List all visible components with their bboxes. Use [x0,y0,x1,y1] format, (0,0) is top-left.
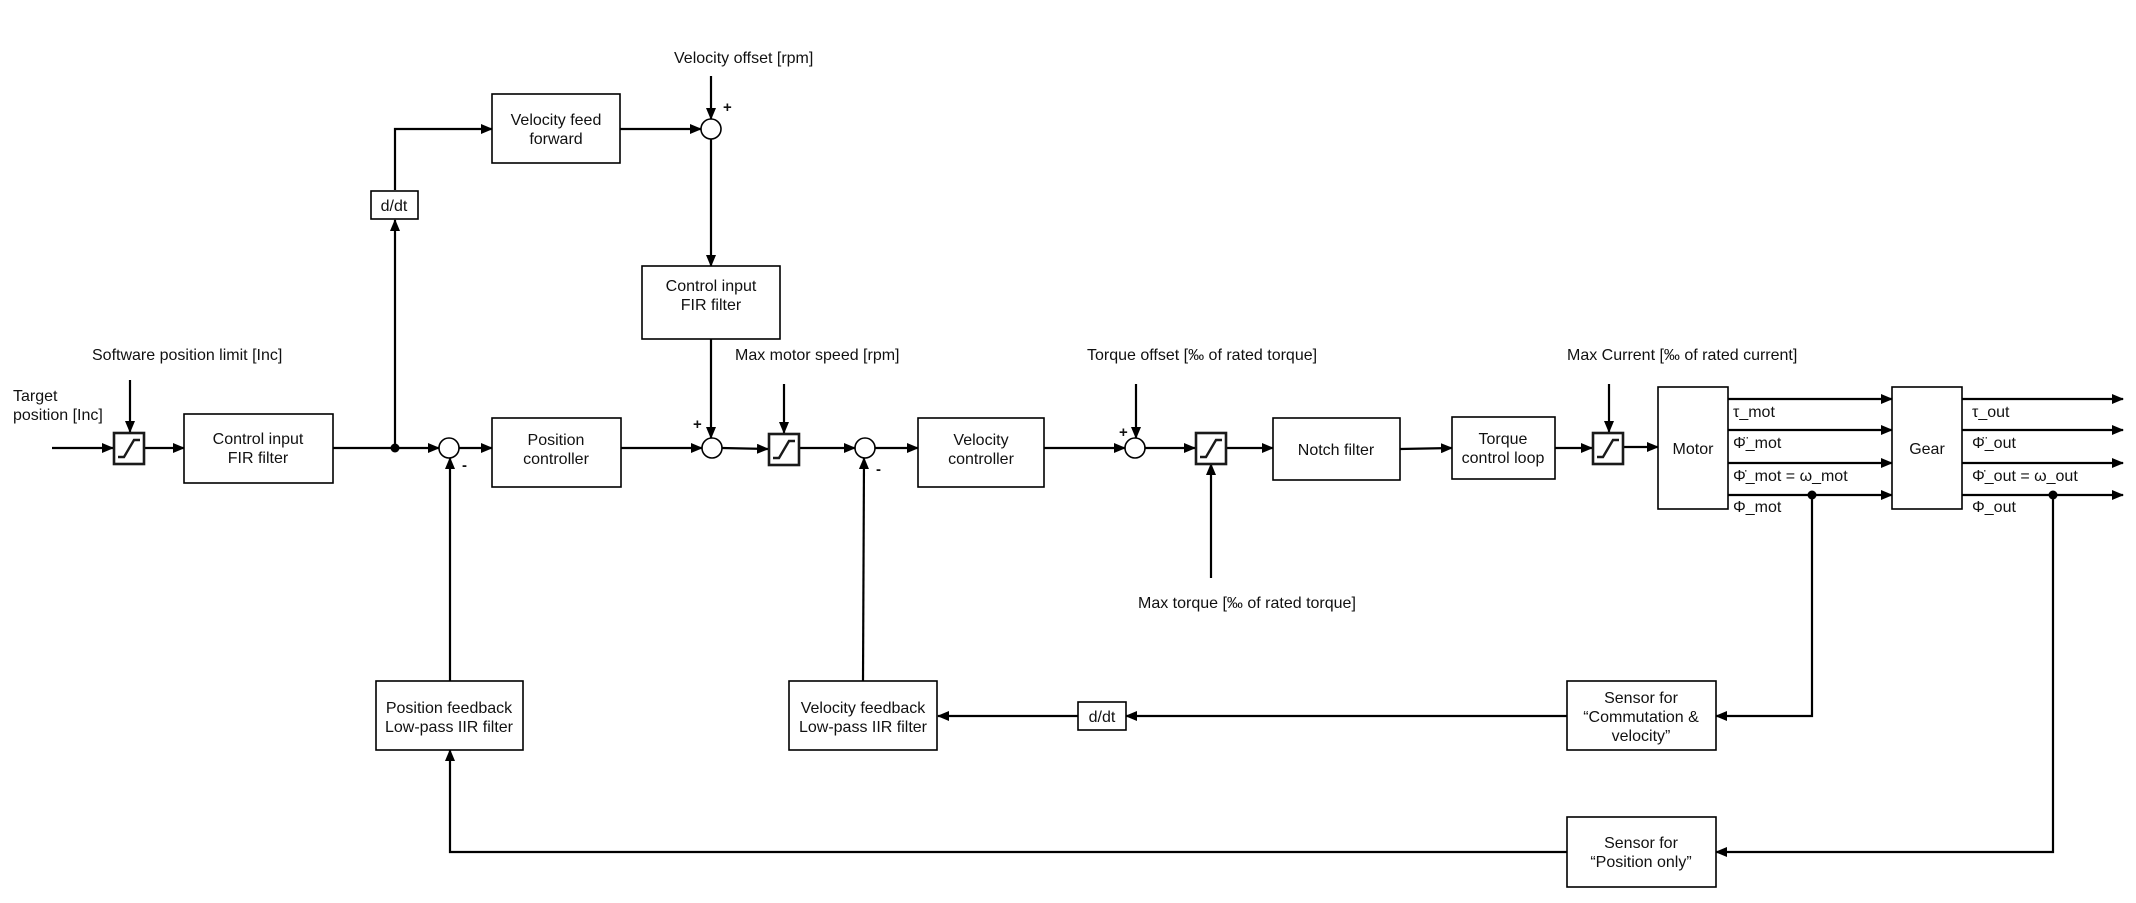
signal-label-tau-mot: τ_mot [1733,404,1775,421]
label-target-position-line1: Target [13,388,58,405]
label-max-motor-speed: Max motor speed [rpm] [735,347,900,364]
svg-text:Motor: Motor [1673,441,1715,458]
svg-text:Control input: Control input [666,278,757,295]
block-velocity-feed-forward: Velocity feed forward [491,93,621,164]
wire-notch-to-torqueloop [1399,443,1453,454]
sign-plus-velocity-setpoint: + [693,416,702,433]
svg-text:Gear: Gear [1909,441,1945,458]
branch-dot-phi-mot [1807,490,1817,500]
saturation-icon [1200,438,1222,459]
block-torque-control-loop: Torque control loop [1451,416,1556,480]
svg-text:forward: forward [529,131,582,148]
svg-text:FIR filter: FIR filter [681,297,742,314]
block-gear: Gear [1891,386,1963,510]
signal-label-phi-out: Φ_out [1972,499,2016,516]
svg-text:Velocity feed: Velocity feed [511,112,602,129]
block-ddt-feedback: d/dt [1077,701,1127,731]
wires [52,76,2124,857]
block-sensor-position-only: Sensor for “Position only” [1566,816,1717,888]
limiter-max-motor-speed [767,432,801,467]
limiter-max-current [1591,431,1625,466]
signal-label-tau-out: τ_out [1972,404,2010,421]
svg-text:Sensor for: Sensor for [1604,835,1678,852]
svg-text:Control input: Control input [213,431,304,448]
signal-label-phid-out: Φ̇_out = ω_out [1972,468,2078,485]
summing-junction-velocity-offset [700,118,722,140]
branch-dot-phi-out [2048,490,2058,500]
svg-text:control loop: control loop [1462,450,1545,467]
label-target-position-line2: position [Inc] [13,407,103,424]
block-position-feedback-filter: Position feedback Low-pass IIR filter [375,680,524,751]
label-max-torque: Max torque [‰ of rated torque] [1138,595,1356,612]
sign-plus-velocity-offset: + [723,99,732,116]
wire-phiout-to-sensor-position [1715,495,2055,857]
sign-plus-torque-offset: + [1119,424,1128,441]
svg-text:controller: controller [948,451,1014,468]
label-software-position-limit: Software position limit [Inc] [92,347,282,364]
wire-sensor-position-to-posfb [445,749,1567,854]
svg-text:Torque: Torque [1479,431,1528,448]
saturation-icon [773,439,795,460]
signal-label-phi-mot: Φ_mot [1733,499,1782,516]
block-velocity-controller: Velocity controller [917,417,1045,488]
svg-text:Low-pass IIR filter: Low-pass IIR filter [799,719,928,736]
svg-text:“Commutation &: “Commutation & [1583,709,1699,726]
label-max-current: Max Current [‰ of rated current] [1567,347,1797,364]
svg-text:velocity”: velocity” [1612,728,1671,745]
svg-text:Position: Position [528,432,585,449]
block-position-controller: Position controller [491,417,622,488]
svg-text:d/dt: d/dt [381,198,408,215]
sign-minus-position: - [462,457,467,474]
block-velocity-feedback-filter: Velocity feedback Low-pass IIR filter [788,680,938,751]
block-control-input-fir-filter-1: Control input FIR filter [183,413,334,484]
svg-text:Low-pass IIR filter: Low-pass IIR filter [385,719,514,736]
summing-junction-position-error [438,437,460,459]
signal-label-phid-mot: Φ̇_mot = ω_mot [1733,468,1848,485]
summing-junction-velocity-setpoint [701,437,723,459]
svg-text:Velocity: Velocity [953,432,1008,449]
wire-ddt-to-vff [393,124,493,190]
wire-phimot-to-sensor-commutation [1715,495,1814,721]
signal-label-phidd-mot: Φ̈_mot [1733,435,1782,452]
svg-text:controller: controller [523,451,589,468]
svg-text:Velocity feedback: Velocity feedback [801,700,927,717]
label-torque-offset: Torque offset [‰ of rated torque] [1087,347,1317,364]
block-notch-filter: Notch filter [1272,417,1401,481]
block-sensor-commutation-velocity: Sensor for “Commutation & velocity” [1566,680,1717,751]
svg-text:Sensor for: Sensor for [1604,690,1678,707]
block-ddt-feedforward: d/dt [370,190,419,220]
summing-junction-torque-offset [1124,437,1146,459]
block-control-input-fir-filter-2: Control input FIR filter [641,265,781,340]
branch-dot-position [390,443,400,453]
signal-label-phidd-out: Φ̈_out [1972,435,2016,452]
limiter-software-position [112,431,146,466]
saturation-icon [118,438,140,459]
saturation-icon [1597,438,1619,459]
svg-text:FIR filter: FIR filter [228,450,289,467]
summing-junction-velocity-error [854,437,876,459]
wire-velfb-to-sum3 [858,457,869,682]
svg-text:“Position only”: “Position only” [1590,854,1691,871]
label-velocity-offset: Velocity offset [rpm] [674,50,813,67]
wire-sum2-to-limit2 [721,443,769,454]
svg-text:d/dt: d/dt [1089,709,1116,726]
limiter-max-torque [1194,431,1228,466]
sign-minus-velocity: - [876,461,881,478]
svg-text:Position feedback: Position feedback [386,700,513,717]
svg-text:Notch filter: Notch filter [1298,442,1375,459]
block-motor: Motor [1657,386,1729,510]
